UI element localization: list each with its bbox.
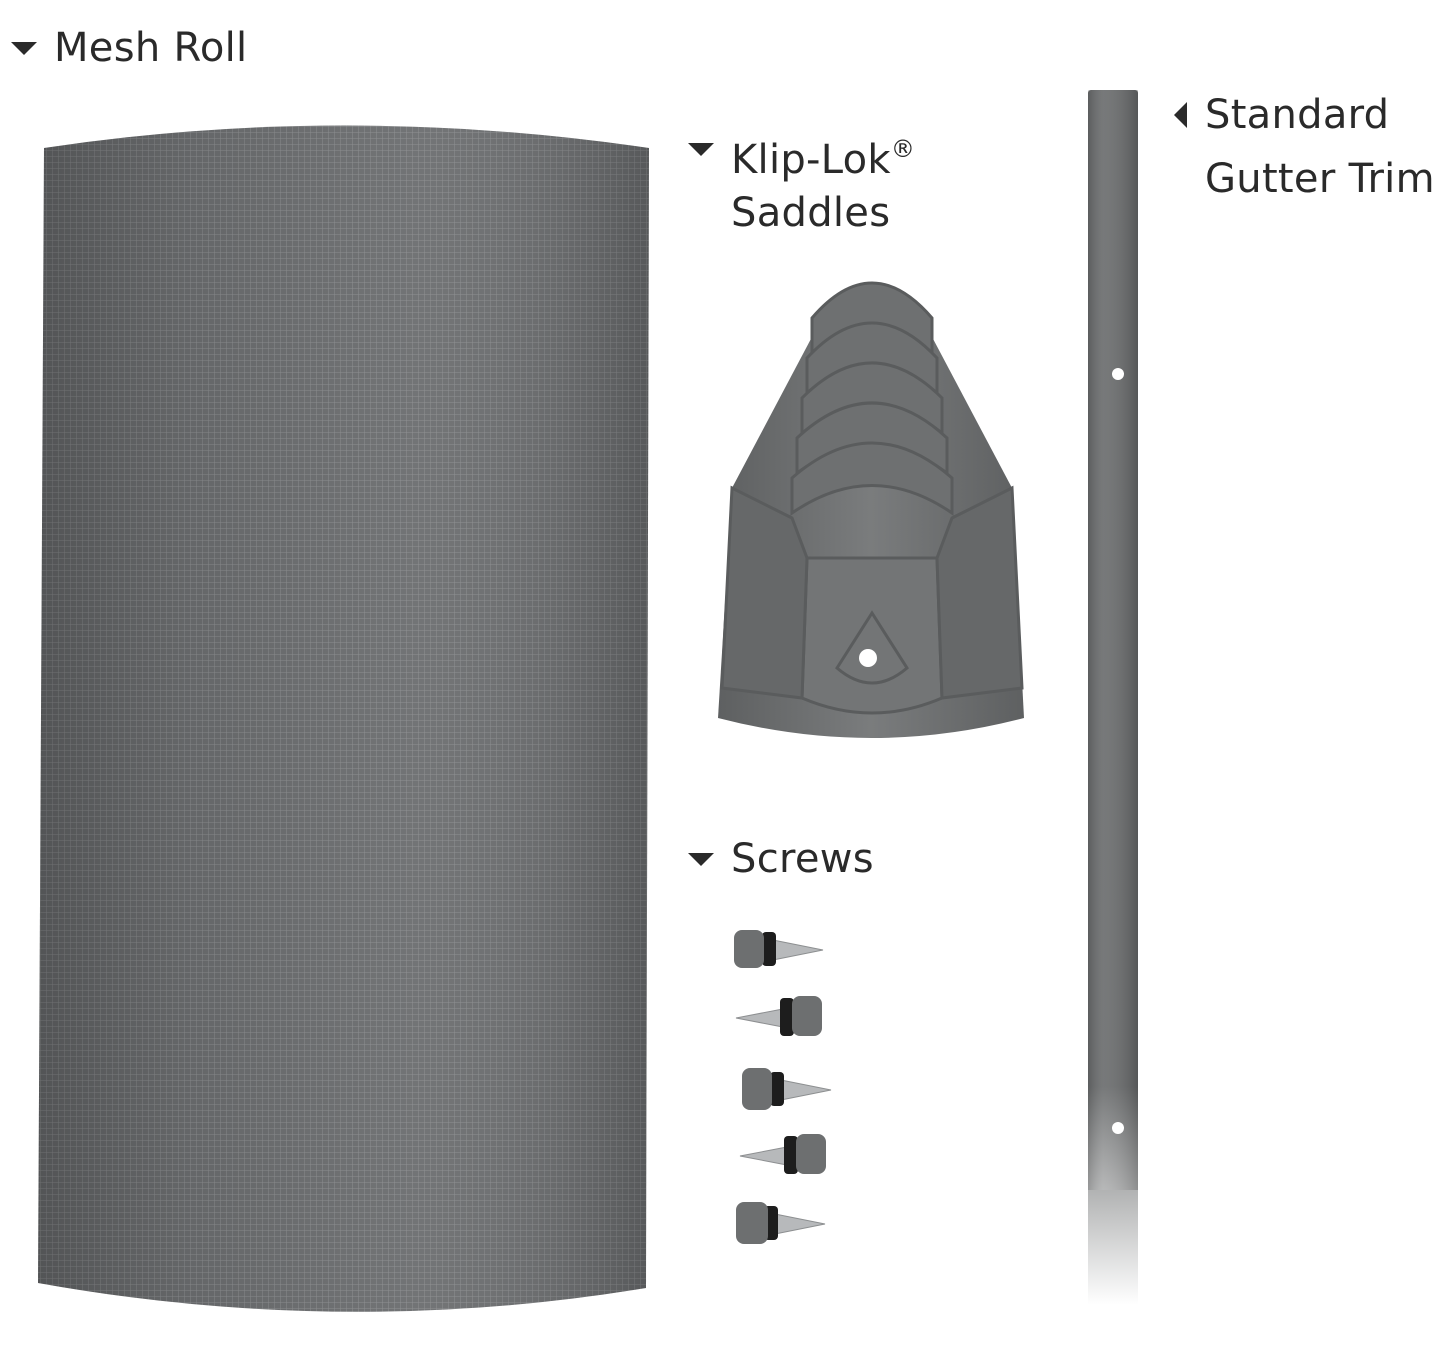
trim-hole <box>1112 1122 1124 1134</box>
screw-hole <box>859 649 877 667</box>
gutter-trim-image <box>1088 90 1138 1305</box>
pointer-left-icon <box>1174 102 1187 128</box>
screw <box>736 1202 826 1244</box>
saddles-image <box>718 281 1024 738</box>
pointer-down-icon <box>688 853 714 866</box>
mesh-roll-label: Mesh Roll <box>54 25 248 71</box>
screw <box>739 1134 826 1174</box>
saddle-arch <box>790 441 954 516</box>
screw <box>734 930 824 968</box>
saddles-label-text: Klip-Lok <box>731 137 891 183</box>
trim-label-line2: Gutter Trim <box>1205 156 1435 202</box>
trim-label-line1: Standard <box>1205 92 1390 138</box>
screws-label: Screws <box>731 836 874 882</box>
pointer-down-icon <box>688 143 714 156</box>
registered-mark: ® <box>890 135 916 163</box>
saddles-label-line1: Klip-Lok® <box>731 117 915 192</box>
pointer-down-icon <box>11 42 37 55</box>
saddles-label-line2: Saddles <box>731 190 891 236</box>
screws-image <box>734 930 832 1244</box>
mesh-roll-image <box>38 125 649 1312</box>
screw <box>735 996 822 1036</box>
screw <box>742 1068 832 1110</box>
trim-hole <box>1112 368 1124 380</box>
